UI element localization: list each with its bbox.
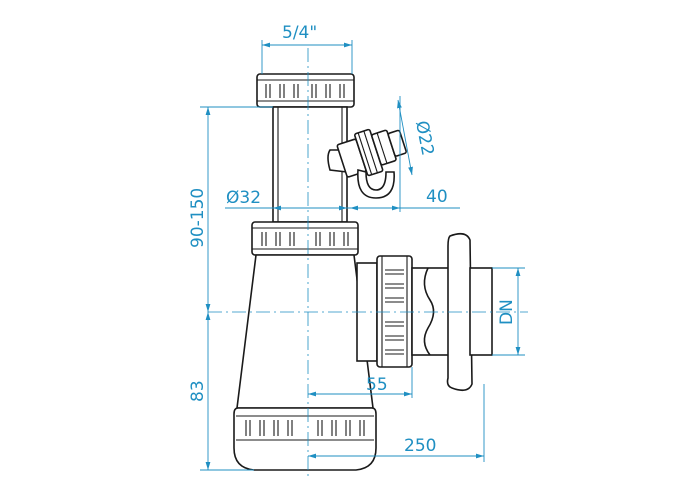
dim-inlet-diameter: Ø22 bbox=[411, 119, 437, 157]
center-lines bbox=[208, 48, 528, 478]
dim-inlet-offset: 40 bbox=[426, 187, 448, 207]
dim-height-adjust: 90-150 bbox=[188, 188, 208, 248]
dim-outlet-nominal: DN bbox=[497, 299, 517, 325]
dim-bottom-height: 83 bbox=[188, 380, 208, 402]
dim-thread-size: 5/4" bbox=[282, 23, 317, 43]
bottom-cap bbox=[233, 407, 377, 471]
dim-overall-depth: 250 bbox=[404, 436, 436, 456]
top-nut bbox=[256, 73, 355, 108]
middle-nut bbox=[251, 221, 359, 256]
dim-tube-diameter: Ø32 bbox=[226, 188, 261, 208]
dimension-lines bbox=[200, 40, 525, 471]
outlet-nut bbox=[356, 255, 413, 368]
dim-outlet-offset: 55 bbox=[366, 375, 388, 395]
trap-body-group bbox=[233, 73, 493, 471]
bottle-body bbox=[236, 254, 374, 409]
side-inlet-connector bbox=[327, 128, 407, 199]
outlet-pipe bbox=[411, 267, 451, 356]
